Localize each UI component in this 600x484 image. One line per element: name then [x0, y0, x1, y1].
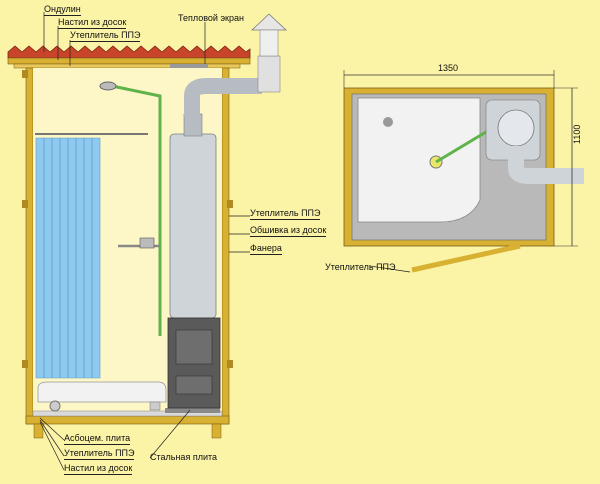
- label-roof-covering: Ондулин: [44, 4, 81, 16]
- shower-tray: [37, 381, 167, 403]
- shower-head: [99, 81, 117, 91]
- chimney-top: [259, 29, 279, 57]
- plan-flue-pipe: [508, 146, 584, 184]
- ash-door: [175, 375, 213, 395]
- tray-leg-right: [149, 401, 161, 411]
- right-wall: [221, 67, 230, 425]
- heater-neck: [183, 113, 203, 137]
- curtain-folds: [43, 138, 93, 378]
- asbestos-plate: [32, 410, 223, 417]
- label-floor-insulation: Утеплитель ППЭ: [64, 448, 135, 460]
- label-plywood: Фанера: [250, 243, 282, 255]
- roof-deck: [7, 57, 251, 65]
- water-heater: [169, 133, 217, 319]
- left-wall: [25, 67, 34, 425]
- plan-drain: [383, 117, 393, 127]
- plan-view: [343, 70, 584, 273]
- dimension-width: 1350: [438, 63, 459, 73]
- label-floor-deck: Настил из досок: [64, 463, 133, 475]
- left-foot: [33, 423, 44, 439]
- label-roof-deck: Настил из досок: [58, 17, 127, 29]
- firebox-door: [175, 329, 213, 365]
- heat-shield: [170, 64, 208, 68]
- plan-shower-tray: [357, 97, 481, 223]
- steel-plate: [165, 408, 220, 413]
- label-steel-plate: Стальная плита: [150, 452, 217, 462]
- label-heat-shield: Тепловой экран: [178, 13, 244, 23]
- plan-door: [411, 243, 521, 273]
- dimension-depth: 1100: [572, 124, 582, 144]
- label-roof-insulation: Утеплитель ППЭ: [70, 30, 141, 42]
- flue-pipe: [184, 78, 262, 116]
- section-leaders: [39, 12, 250, 471]
- label-wall-insulation: Утеплитель ППЭ: [250, 208, 321, 220]
- plan-flue-ring: [497, 109, 535, 147]
- right-foot: [211, 423, 222, 439]
- ondulin-roof: [7, 45, 251, 59]
- label-plan-insulation: Утеплитель ППЭ: [325, 262, 396, 272]
- shower-pipe: [111, 84, 162, 108]
- floor-deck: [25, 415, 230, 425]
- tray-leg-left: [49, 400, 61, 412]
- chimney-cap: [250, 13, 288, 31]
- chimney: [257, 55, 281, 93]
- label-floor-asbestos: Асбоцем. плита: [64, 433, 131, 445]
- label-wall-cladding: Обшивка из досок: [250, 225, 327, 237]
- mixer-tap: [139, 237, 155, 249]
- wall-blocks: [22, 70, 233, 368]
